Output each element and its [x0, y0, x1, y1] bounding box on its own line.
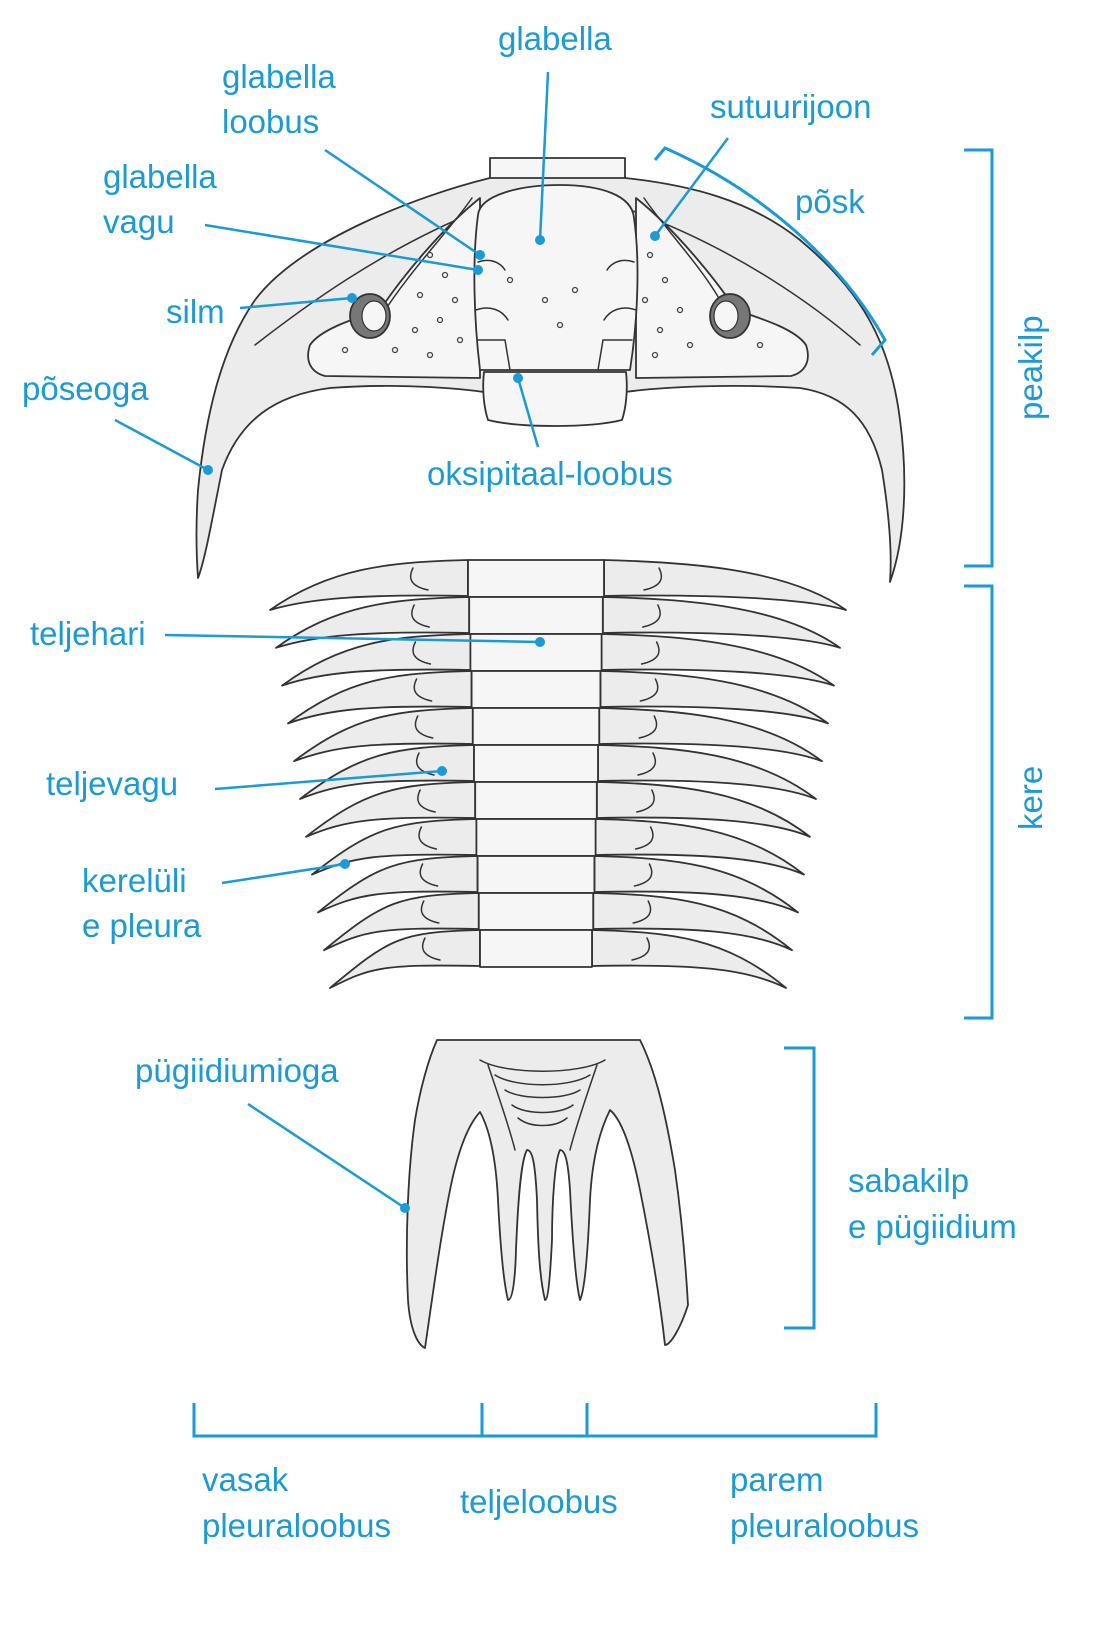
pleural-furrow — [415, 752, 435, 776]
axial-ring — [471, 707, 601, 746]
label-teljevagu: teljevagu — [46, 765, 178, 802]
label-parem-1: parem — [730, 1461, 824, 1498]
axial-ring — [468, 596, 604, 635]
labels: glabella glabella loobus glabella vagu s… — [22, 20, 1049, 1544]
label-kere: kere — [1012, 766, 1049, 830]
pleural-furrow — [412, 641, 432, 665]
axial-ring — [474, 781, 598, 820]
bracket-kere — [964, 584, 994, 1020]
bracket-bottom — [192, 1403, 878, 1438]
cephalon — [195, 157, 906, 583]
pleura-left — [299, 744, 475, 800]
label-glabella-loobus-1: glabella — [222, 58, 336, 95]
pleural-furrow — [637, 752, 657, 776]
label-parem-2: pleuraloobus — [730, 1507, 919, 1544]
pleura-left — [281, 633, 472, 687]
axial-ring — [476, 855, 596, 894]
pleura-left — [269, 559, 469, 611]
label-sutuurijoon: sutuurijoon — [710, 88, 871, 125]
pleura-right — [603, 559, 847, 611]
label-oksipitaal-loobus: oksipitaal-loobus — [427, 455, 673, 492]
pleura-right — [595, 781, 811, 838]
label-teljehari: teljehari — [30, 615, 146, 652]
axial-ring — [477, 892, 595, 931]
pleural-furrow — [636, 789, 655, 813]
label-sabakilp-1: sabakilp — [848, 1162, 969, 1199]
label-glabella-loobus-2: loobus — [222, 103, 319, 140]
label-teljeloobus: teljeloobus — [460, 1483, 618, 1520]
pleural-furrow — [638, 715, 658, 739]
pleura-right — [593, 855, 799, 914]
glabella-shape — [473, 184, 639, 371]
pleural-furrow — [414, 715, 434, 739]
pleural-furrow — [419, 863, 439, 887]
bracket-sabakilp — [784, 1046, 816, 1330]
axial-ring — [473, 744, 599, 783]
pleural-furrow — [634, 826, 654, 850]
pleural-furrow — [411, 604, 430, 628]
pleura-right — [600, 633, 835, 687]
label-peakilp: peakilp — [1012, 315, 1049, 420]
pleura-right — [592, 892, 793, 952]
axial-ring — [479, 929, 593, 968]
eye-left — [349, 293, 391, 339]
pygidium-shape — [405, 1039, 689, 1349]
label-kereluli-1: kerelüli — [82, 862, 187, 899]
label-glabella-vagu-1: glabella — [103, 158, 217, 195]
pleural-furrow — [421, 937, 441, 961]
label-vasak-1: vasak — [202, 1461, 289, 1498]
bracket-posk — [653, 146, 887, 356]
label-silm: silm — [166, 293, 225, 330]
pleural-furrow — [632, 900, 652, 924]
pleural-furrow — [420, 900, 440, 924]
bracket-peakilp — [964, 148, 994, 568]
axial-ring — [470, 670, 602, 709]
pleural-furrow — [418, 826, 438, 850]
pleural-furrow — [642, 604, 661, 628]
occipital-lobe — [482, 371, 628, 427]
pleura-right — [597, 744, 817, 800]
leaders — [114, 71, 730, 1213]
pleura-right — [591, 929, 787, 989]
axial-ring — [475, 818, 597, 857]
label-glabella: glabella — [498, 20, 612, 57]
thorax — [269, 559, 847, 989]
pleura-left — [329, 929, 481, 989]
label-glabella-vagu-2: vagu — [103, 203, 175, 240]
eye-right — [709, 293, 751, 339]
pleura-left — [287, 670, 473, 725]
pleural-furrow — [639, 678, 659, 702]
label-sabakilp-2: e pügiidium — [848, 1208, 1017, 1245]
pleural-furrow — [409, 567, 429, 591]
tubercles — [341, 251, 764, 359]
label-kereluli-2: e pleura — [82, 907, 202, 944]
pleura-left — [311, 818, 478, 876]
label-posk: põsk — [795, 183, 865, 220]
label-pugiidiumioga: pügiidiumioga — [135, 1052, 339, 1089]
pleural-furrow — [640, 641, 660, 665]
pleura-left — [317, 855, 479, 914]
label-poseoga: põseoga — [22, 370, 149, 407]
brackets — [192, 146, 994, 1438]
pygidium — [405, 1039, 689, 1349]
pleura-left — [293, 707, 474, 763]
pleura-left — [275, 596, 471, 649]
pleura-right — [601, 596, 841, 649]
pleura-left — [305, 781, 477, 838]
pleural-furrow — [633, 863, 653, 887]
pleura-left — [323, 892, 480, 952]
axial-ring — [467, 559, 605, 598]
label-vasak-2: pleuraloobus — [202, 1507, 391, 1544]
pleural-furrow — [643, 567, 663, 591]
pleural-furrow — [631, 937, 651, 961]
pleural-furrow — [417, 789, 436, 813]
pleura-right — [598, 707, 823, 763]
pleura-right — [594, 818, 805, 876]
pleural-furrow — [413, 678, 433, 702]
